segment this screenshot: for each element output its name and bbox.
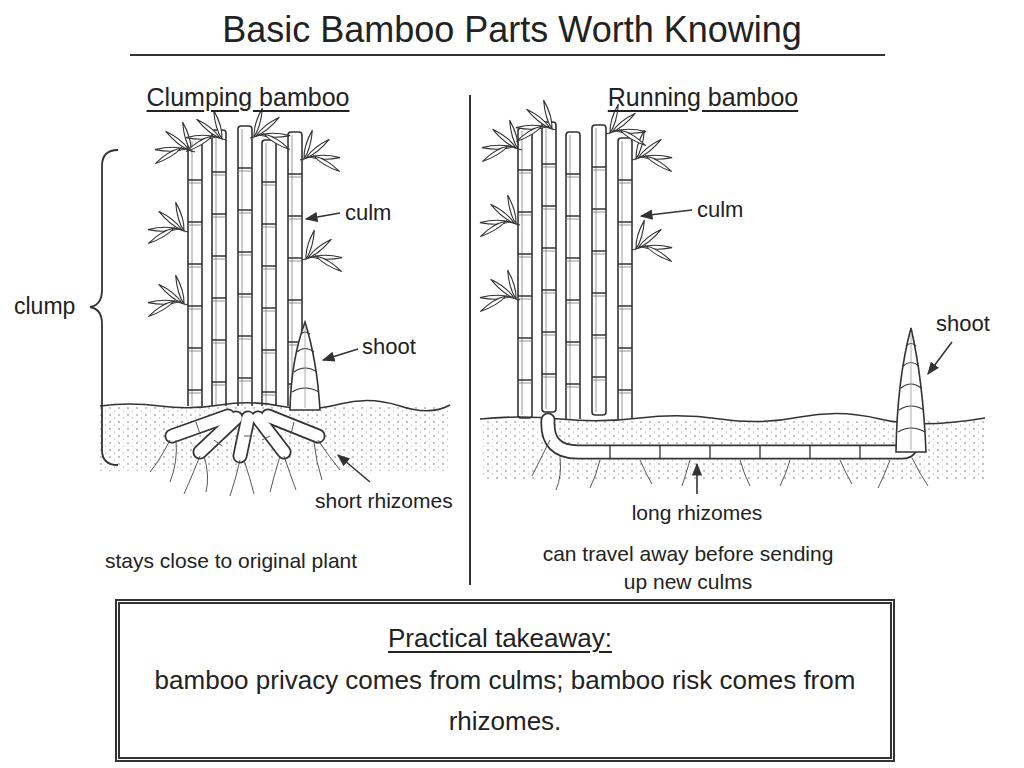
ground-cover: [100, 406, 460, 516]
clump-brace: [90, 150, 118, 465]
panel-heading: Clumping bamboo: [147, 82, 350, 112]
clumping-culms: [188, 126, 302, 430]
title-underline: [130, 54, 885, 56]
part-label: shoot: [936, 311, 990, 337]
part-label: shoot: [362, 334, 416, 360]
soil: [100, 406, 450, 471]
ground-line: [100, 400, 450, 410]
clumping-leaves: [148, 108, 343, 319]
part-label: long rhizomes: [632, 500, 763, 525]
running-roots: [532, 440, 928, 490]
panel-heading: Running bamboo: [608, 82, 798, 112]
bracket-label: clump: [14, 293, 75, 321]
part-label: culm: [345, 200, 391, 226]
panel-note: can travel away before sending up new cu…: [538, 540, 838, 597]
clumping-roots: [150, 440, 340, 496]
leader-lines: [306, 210, 952, 494]
panel-note: stays close to original plant: [105, 548, 357, 573]
takeaway-box: Practical takeaway:bamboo privacy comes …: [115, 599, 895, 762]
panel-divider: [469, 95, 471, 585]
clumping-shoot: [290, 322, 320, 410]
part-label: culm: [697, 197, 743, 223]
box-body: bamboo privacy comes from culms; bamboo …: [144, 660, 866, 743]
running-culms: [518, 122, 632, 428]
short-rhizomes: [172, 416, 318, 456]
running-leaves: [480, 100, 673, 314]
running-shoot: [896, 328, 926, 452]
part-label: short rhizomes: [315, 488, 453, 513]
long-rhizome: [548, 420, 911, 458]
box-heading: Practical takeaway:: [388, 618, 612, 660]
diagram-title: Basic Bamboo Parts Worth Knowing: [222, 8, 802, 51]
